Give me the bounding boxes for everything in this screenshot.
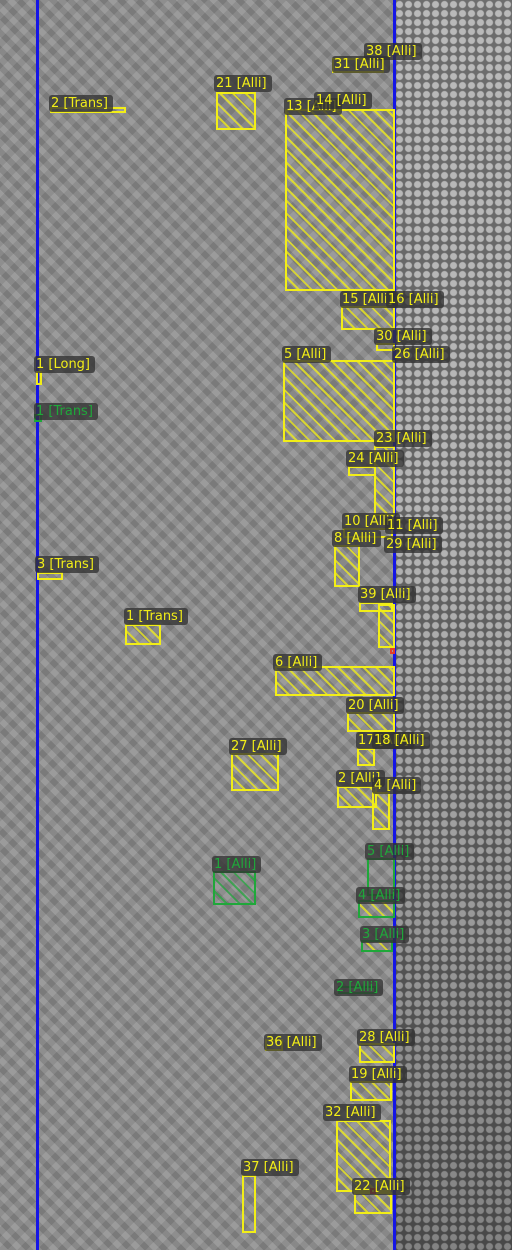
label-21-alli: 21 [Alli] <box>214 75 272 92</box>
crack-box-1-long[interactable] <box>36 371 42 385</box>
label-30-alli: 30 [Alli] <box>374 328 432 345</box>
label-18-alli: 18 [Alli] <box>372 732 430 749</box>
crack-box-13[interactable] <box>285 109 395 291</box>
crack-box-27[interactable] <box>231 753 279 791</box>
label-31-alli: 31 [Alli] <box>332 56 390 73</box>
crack-box-3-trans[interactable] <box>37 572 63 580</box>
crack-box-15[interactable] <box>341 306 395 330</box>
crack-box-20[interactable] <box>347 712 395 732</box>
label-27-alli: 27 [Alli] <box>229 738 287 755</box>
label-20-alli: 20 [Alli] <box>346 697 404 714</box>
label-15-alli: 15 [Alli] <box>340 291 398 308</box>
label-24-alli: 24 [Alli] <box>346 450 404 467</box>
crack-box-37[interactable] <box>242 1175 256 1233</box>
crack-box-5[interactable] <box>283 360 395 442</box>
lane-line-left <box>36 0 39 1250</box>
crack-box-2-alli[interactable] <box>337 786 377 808</box>
label-6-alli: 6 [Alli] <box>273 654 323 671</box>
label-4-alli-green: 4 [Alli] <box>356 887 406 904</box>
label-1-long: 1 [Long] <box>34 356 96 373</box>
crack-box-1-trans[interactable] <box>125 624 161 645</box>
crack-box-22[interactable] <box>354 1192 392 1214</box>
label-19-alli: 19 [Alli] <box>349 1066 407 1083</box>
label-4-alli: 4 [Alli] <box>372 777 422 794</box>
label-14-alli: 14 [Alli] <box>314 92 372 109</box>
label-32-alli: 32 [Alli] <box>323 1104 381 1121</box>
label-22-alli: 22 [Alli] <box>352 1178 410 1195</box>
crack-box-8[interactable] <box>334 545 360 587</box>
label-5-alli: 5 [Alli] <box>282 346 332 363</box>
label-16-alli: 16 [Alli] <box>386 291 444 308</box>
crack-box-4-alli[interactable] <box>372 792 390 830</box>
label-37-alli: 37 [Alli] <box>241 1159 299 1176</box>
crack-box-19[interactable] <box>350 1081 392 1101</box>
label-36-alli: 36 [Alli] <box>264 1034 322 1051</box>
label-5-alli-green: 5 [Alli] <box>365 843 415 860</box>
label-26-alli: 26 [Alli] <box>392 346 450 363</box>
label-11-alli: 11 [Alli] <box>385 517 443 534</box>
crack-box-21[interactable] <box>216 92 256 130</box>
label-2-alli-green: 2 [Alli] <box>334 979 384 996</box>
label-1-trans-green: 1 [Trans] <box>34 403 98 420</box>
crack-box-28[interactable] <box>359 1043 395 1063</box>
label-2-trans: 2 [Trans] <box>49 95 113 112</box>
label-1-trans: 1 [Trans] <box>124 608 188 625</box>
marker-red-1 <box>390 648 395 654</box>
label-38-alli: 38 [Alli] <box>364 43 422 60</box>
paving-shadow <box>395 0 512 1250</box>
label-8-alli: 8 [Alli] <box>332 530 382 547</box>
crack-box-6[interactable] <box>275 666 395 696</box>
crack-box-24[interactable] <box>348 466 376 476</box>
crack-box-39b[interactable] <box>378 604 395 648</box>
label-39-alli: 39 [Alli] <box>358 586 416 603</box>
label-28-alli: 28 [Alli] <box>357 1029 415 1046</box>
crack-box-17[interactable] <box>357 748 375 766</box>
label-23-alli: 23 [Alli] <box>374 430 432 447</box>
label-3-alli-green: 3 [Alli] <box>360 926 410 943</box>
label-1-alli-green: 1 [Alli] <box>212 856 262 873</box>
label-29-alli: 29 [Alli] <box>384 536 442 553</box>
label-3-trans: 3 [Trans] <box>35 556 99 573</box>
crack-box-1-alli-green[interactable] <box>213 871 256 905</box>
